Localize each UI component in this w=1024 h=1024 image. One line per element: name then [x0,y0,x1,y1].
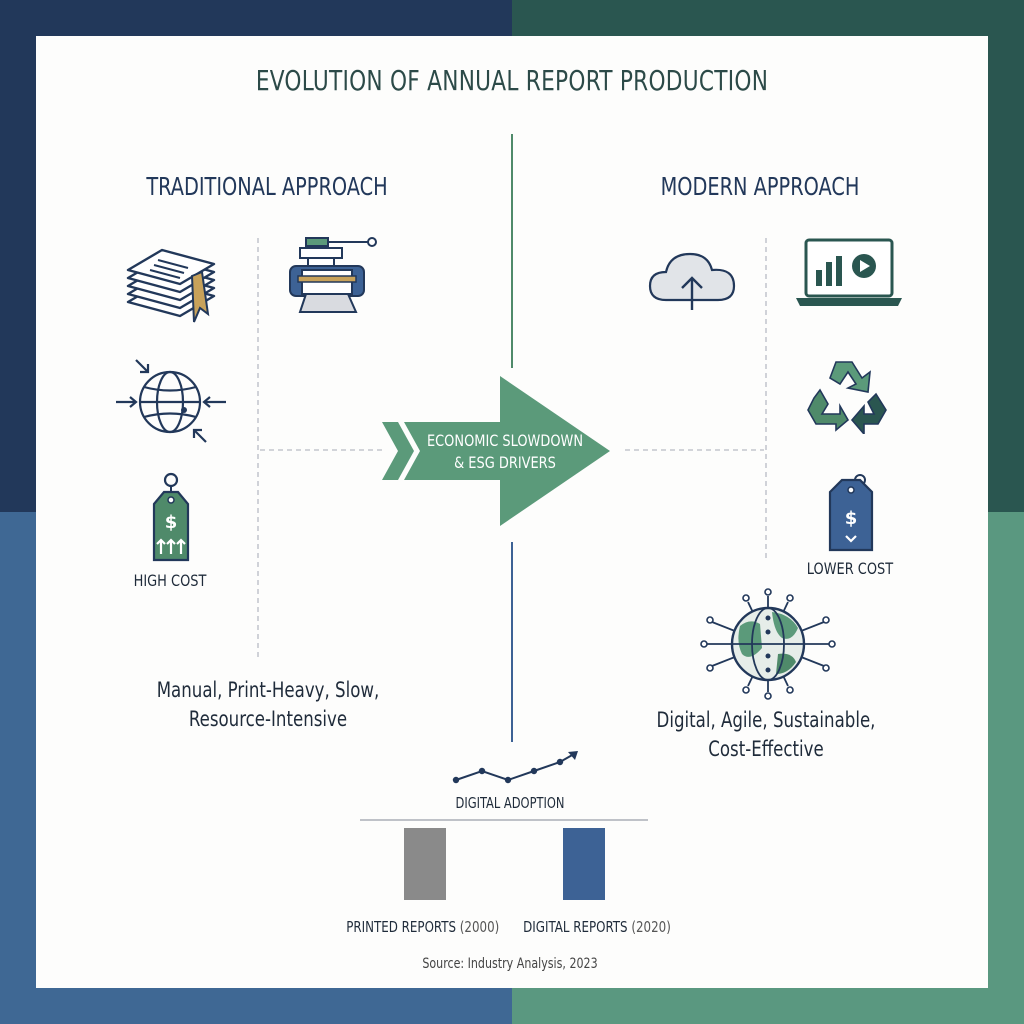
transition-line-1: ECONOMIC SLOWDOWN [426,431,584,450]
page-title: EVOLUTION OF ANNUAL REPORT PRODUCTION [255,64,769,97]
transition-arrow [382,376,610,526]
stacked-documents-icon [126,248,216,323]
trend-point-0 [452,776,460,784]
trend-point-1 [478,767,486,775]
network-globe-icon [700,588,836,700]
traditional-heading: TRADITIONAL APPROACH [146,172,388,201]
trend-point-3 [530,767,538,775]
trend-point-2 [504,776,512,784]
lower-cost-tag-icon: $ [828,474,874,552]
lower-cost-label: LOWER COST [806,559,894,578]
bar-digital-reports [563,828,605,900]
modern-description: Digital, Agile, Sustainable, Cost-Effect… [656,708,876,761]
cloud-upload-icon [648,252,736,310]
modern-heading: MODERN APPROACH [660,172,860,201]
bar-label-category: DIGITAL REPORTS [523,918,632,936]
bar-printed-reports [404,828,446,900]
source-note: Source: Industry Analysis, 2023 [422,956,598,972]
laptop-chart-icon [796,238,902,306]
trend-arrowhead [568,751,578,760]
transition-line-2: & ESG DRIVERS [454,453,556,472]
bar-label-category: PRINTED REPORTS [346,918,460,936]
recycle-icon [807,361,887,434]
bar-label-year: (2000) [459,918,500,936]
printing-press-icon [289,237,377,313]
bar-label-0: PRINTED REPORTS (2000) [346,918,500,936]
report-bar-chart [360,819,648,900]
trend-line [455,753,575,782]
traditional-description: Manual, Print-Heavy, Slow, Resource-Inte… [156,678,380,731]
digital-adoption-trend [452,751,578,784]
transition-label: ECONOMIC SLOWDOWN & ESG DRIVERS [420,430,591,474]
price-tag-icon: $ [152,472,190,562]
svg-text:$: $ [165,512,178,533]
bar-label-year: (2020) [631,918,671,936]
high-cost-label: HIGH COST [133,571,207,590]
globe-arrows-icon [116,359,226,443]
bar-label-1: DIGITAL REPORTS (2020) [522,918,672,936]
trend-point-4 [556,758,564,766]
svg-text:$: $ [845,508,858,529]
trend-label: DIGITAL ADOPTION [455,794,565,812]
